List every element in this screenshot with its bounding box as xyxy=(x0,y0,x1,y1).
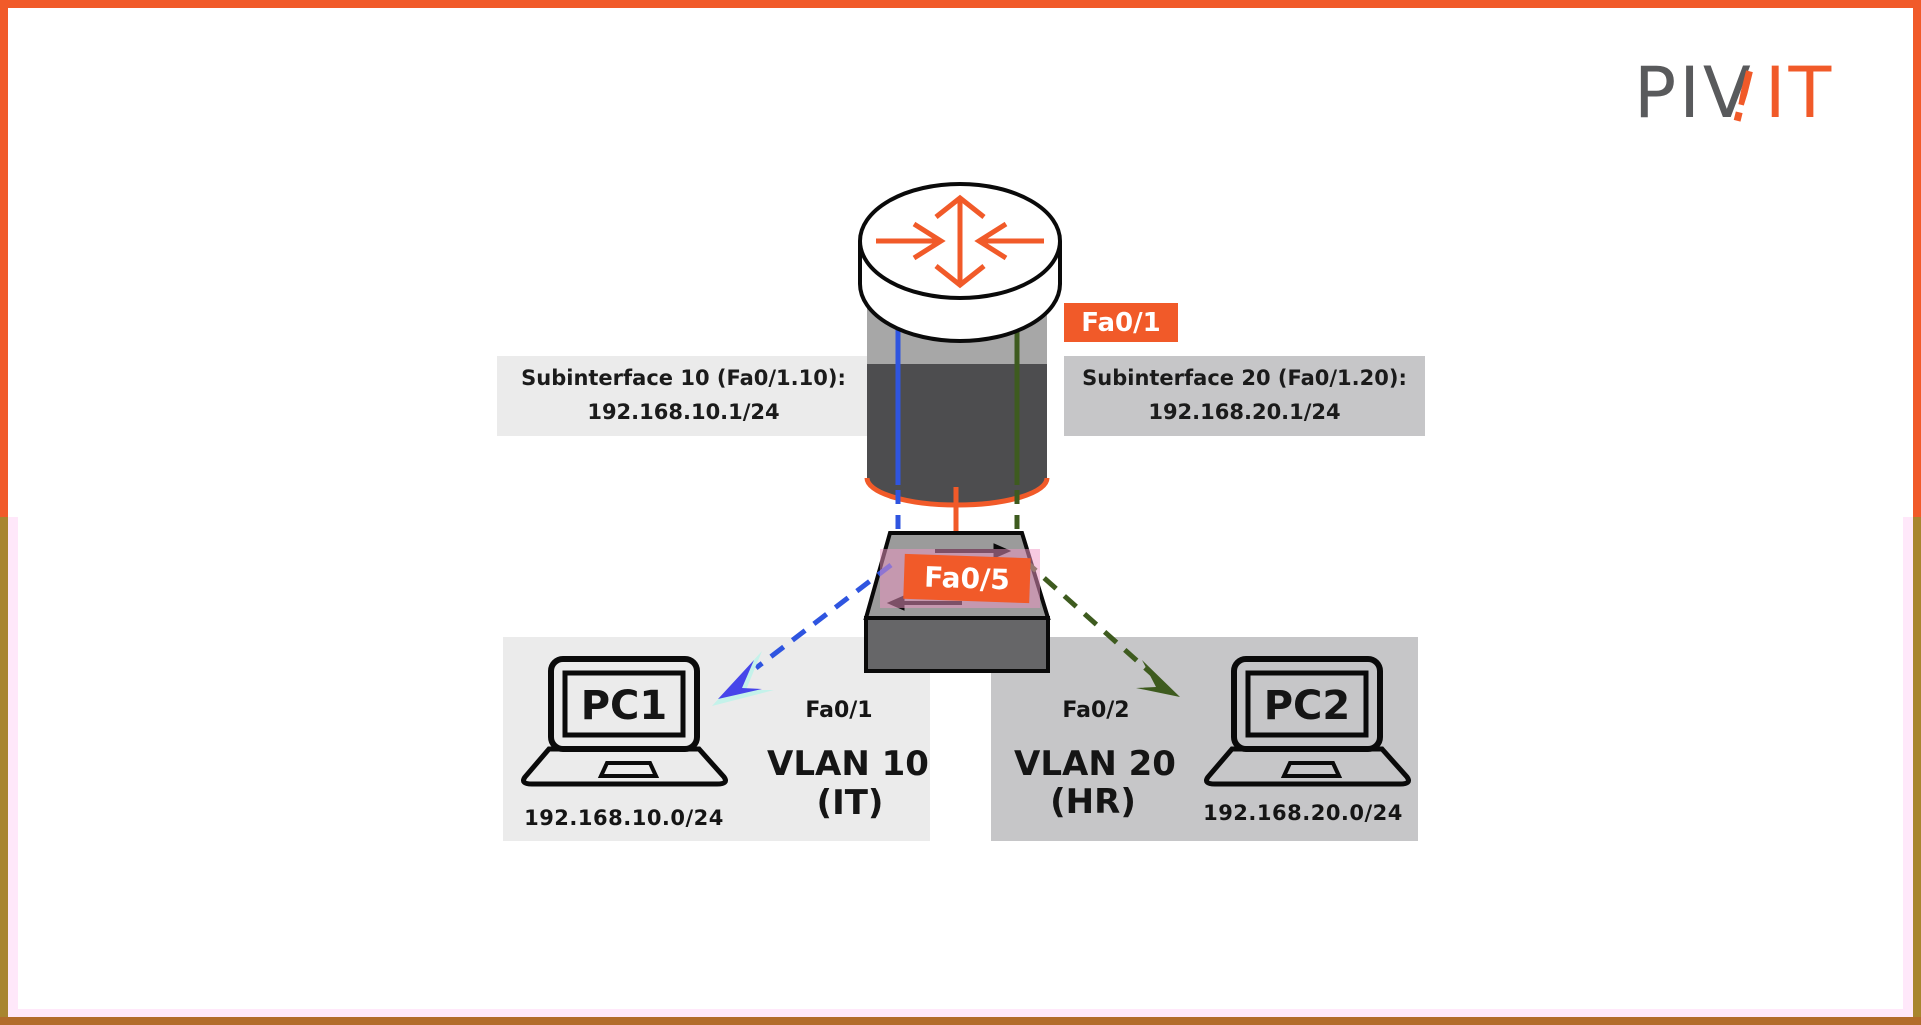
pc2-label: PC2 xyxy=(1263,683,1351,729)
router-arrows-icon xyxy=(876,194,1044,289)
vlan20-dept: (HR) xyxy=(1050,782,1136,822)
router-interface-tag: Fa0/1 xyxy=(1064,303,1178,342)
highlight-strip-right xyxy=(1903,517,1913,1017)
subinterface-20-line1: Subinterface 20 (Fa0/1.20): xyxy=(1082,366,1407,391)
frame-border-top xyxy=(0,0,1921,8)
subinterface-20-label: Subinterface 20 (Fa0/1.20): 192.168.20.1… xyxy=(1064,356,1425,436)
switch-trunk-tag: Fa0/5 xyxy=(903,553,1031,604)
router-icon xyxy=(858,182,1062,508)
pc1-label: PC1 xyxy=(580,683,668,729)
subinterface-20-ip: 192.168.20.1/24 xyxy=(1148,400,1341,424)
pc1-subnet: 192.168.10.0/24 xyxy=(524,806,724,830)
logo-gray-part: PIV xyxy=(1634,52,1754,134)
frame-border-right-lower xyxy=(1913,517,1921,1025)
subinterface-10-ip: 192.168.10.1/24 xyxy=(587,400,780,424)
highlight-strip-bottom xyxy=(8,1009,1913,1017)
vlan10-dept: (IT) xyxy=(816,783,884,823)
frame-border-bottom xyxy=(0,1017,1921,1025)
vlan20-name: VLAN 20 xyxy=(1014,744,1176,784)
frame-border-right xyxy=(1913,0,1921,517)
subinterface-10-line1: Subinterface 10 (Fa0/1.10): xyxy=(521,366,846,391)
pc2-subnet: 192.168.20.0/24 xyxy=(1203,801,1403,825)
vlan10-port-label: Fa0/1 xyxy=(805,698,873,723)
logo-orange-part: IT xyxy=(1764,52,1835,134)
highlight-strip-left xyxy=(8,517,18,1017)
vlan20-port-label: Fa0/2 xyxy=(1062,698,1130,723)
frame-border-left-lower xyxy=(0,517,8,1025)
frame-border-left xyxy=(0,0,8,517)
pivit-logo: PIV!IT xyxy=(1634,54,1834,141)
subinterface-10-label: Subinterface 10 (Fa0/1.10): 192.168.10.1… xyxy=(497,356,870,436)
vlan10-name: VLAN 10 xyxy=(767,744,929,784)
